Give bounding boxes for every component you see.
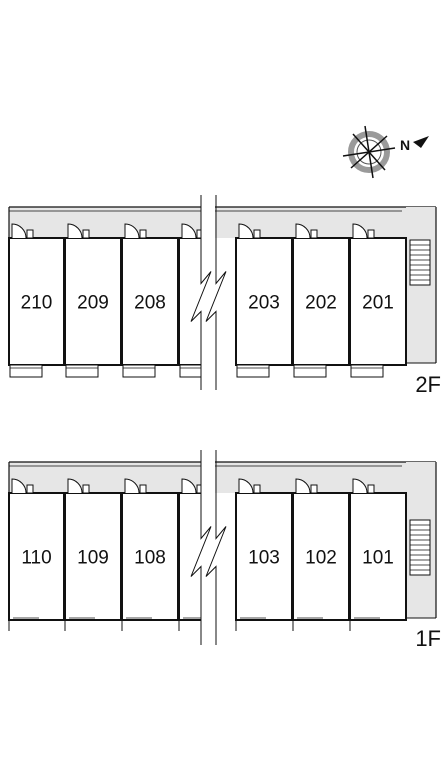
stair-outline [409,519,431,576]
meter-box [26,484,34,494]
floor-label: 2F [415,372,441,397]
unit: 101 [349,478,407,631]
door-swing [295,478,311,494]
unit-room [8,492,65,621]
meter-box [26,229,34,239]
door-swing [181,478,197,494]
door-swing [124,223,140,239]
omission-break [190,195,227,390]
meter-box [82,229,90,239]
meter-box [310,484,318,494]
break-gap [201,450,215,645]
unit-number: 102 [305,548,337,569]
floors-layer: 210 209 208 203 202 201 2F 110 109 108 103 102 101 1F [8,195,441,651]
stairs [409,519,431,576]
unit: 110 [8,478,65,631]
unit-room [235,237,293,366]
unit-number: 109 [77,548,109,569]
stair-outline [409,239,431,286]
unit-number: 208 [134,293,166,314]
break-line-right [205,195,227,390]
door-swing [295,223,311,239]
unit: 102 [292,478,350,631]
unit: 203 [235,223,293,378]
break-line-right [205,450,227,645]
break-line-left [190,195,212,390]
break-line-left [190,450,212,645]
meter-box [139,229,147,239]
unit-room [64,237,122,366]
unit-number: 108 [134,548,166,569]
unit-number: 110 [21,548,51,569]
unit-number: 201 [362,293,394,314]
meter-box [253,229,261,239]
door-swing [67,223,83,239]
break-gap [201,195,215,390]
balcony [179,364,203,378]
balcony [350,364,384,378]
door-swing [11,478,27,494]
unit-room [349,237,407,366]
unit-room [349,492,407,621]
door-swing [238,223,254,239]
unit-room [8,237,65,366]
door-swing [124,478,140,494]
floor-1: 110 109 108 103 102 101 1F [8,450,441,651]
unit-room [292,237,350,366]
unit: 201 [349,223,407,378]
floor-2: 210 209 208 203 202 201 2F [8,195,441,397]
balcony [293,364,327,378]
unit: 208 [121,223,179,378]
unit-number: 203 [248,293,280,314]
meter-box [367,484,375,494]
meter-box [367,229,375,239]
door-swing [67,478,83,494]
unit: 108 [121,478,179,631]
floor-label: 1F [415,626,441,651]
balcony [236,364,270,378]
unit-number: 210 [21,293,53,314]
door-swing [352,223,368,239]
unit-room [121,492,179,621]
compass-icon: N [342,125,429,179]
compass-north-letter: N [400,137,410,153]
unit-room [64,492,122,621]
unit-number: 103 [248,548,280,569]
stairs [409,239,431,286]
north-arrow-icon [413,136,429,148]
meter-box [253,484,261,494]
door-swing [181,223,197,239]
door-swing [11,223,27,239]
balcony [65,364,99,378]
balcony [9,364,43,378]
unit: 210 [8,223,65,378]
balcony [122,364,156,378]
unit-number: 209 [77,293,109,314]
unit: 103 [235,478,293,631]
omission-break [190,450,227,645]
unit: 202 [292,223,350,378]
door-swing [238,478,254,494]
meter-box [139,484,147,494]
meter-box [82,484,90,494]
meter-box [310,229,318,239]
unit-room [292,492,350,621]
door-swing [352,478,368,494]
unit: 109 [64,478,122,631]
unit-number: 101 [362,548,394,569]
unit: 209 [64,223,122,378]
unit-number: 202 [305,293,337,314]
